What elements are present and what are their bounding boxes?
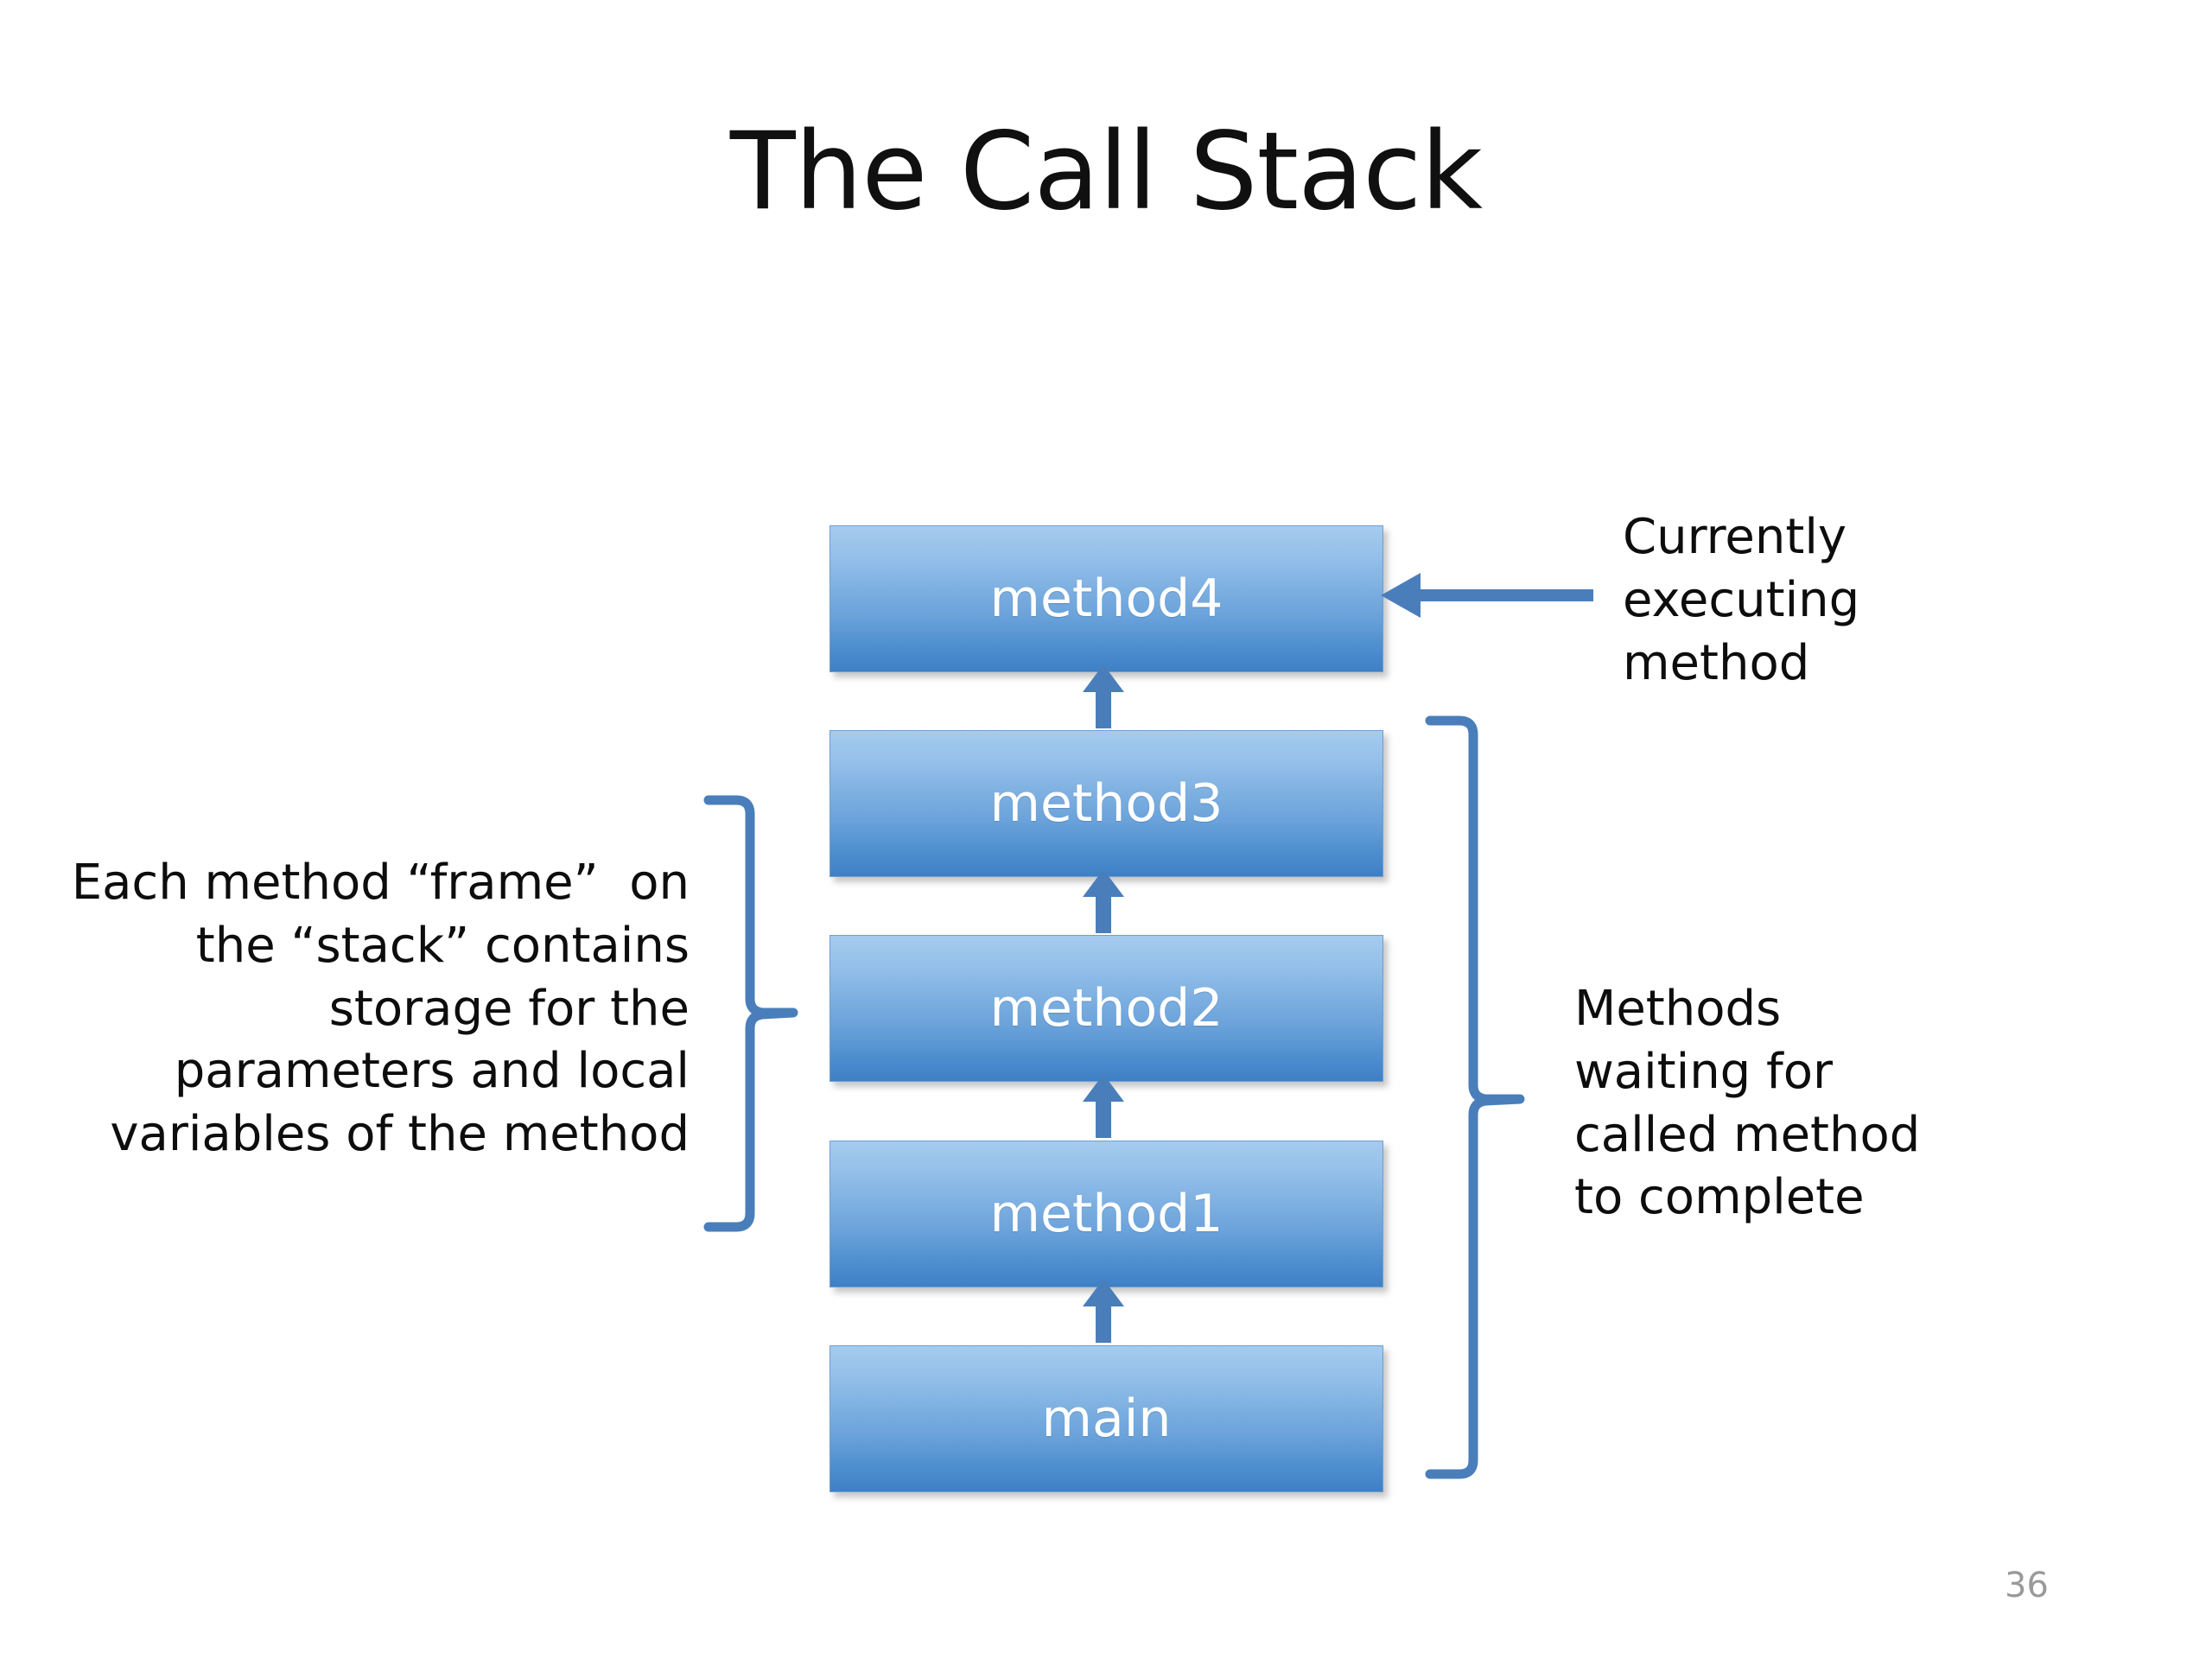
up-arrow-icon bbox=[1083, 1074, 1124, 1138]
annotation-line: to complete bbox=[1574, 1169, 1865, 1226]
annotation-line: parameters and local bbox=[174, 1043, 690, 1100]
annotation-currently-executing: Currently executing method bbox=[1623, 506, 2029, 695]
annotation-line: variables of the method bbox=[110, 1106, 690, 1163]
stack-frame-method2[interactable]: method2 bbox=[830, 935, 1383, 1082]
annotation-line: the “stack” contains bbox=[195, 917, 690, 974]
annotation-line: Currently bbox=[1623, 509, 1847, 565]
left-arrow-icon bbox=[1381, 573, 1593, 618]
annotation-line: storage for the bbox=[328, 980, 690, 1037]
annotation-line: called method bbox=[1574, 1106, 1921, 1163]
annotation-line: executing bbox=[1623, 571, 1860, 628]
stack-frame-label: method3 bbox=[989, 773, 1224, 834]
annotation-methods-waiting: Methods waiting for called method to com… bbox=[1574, 978, 2006, 1230]
right-curly-brace bbox=[1425, 715, 1525, 1479]
stack-frame-main[interactable]: main bbox=[830, 1345, 1383, 1492]
stack-frame-label: method2 bbox=[989, 978, 1224, 1039]
annotation-frame-storage: Each method “frame” on the “stack” conta… bbox=[69, 852, 690, 1166]
page-number: 36 bbox=[2005, 1566, 2049, 1605]
annotation-line: method bbox=[1623, 634, 1810, 691]
stack-frame-method4[interactable]: method4 bbox=[830, 525, 1383, 672]
page-title: The Call Stack bbox=[729, 110, 1483, 234]
stack-frame-label: method4 bbox=[989, 569, 1224, 629]
up-arrow-icon bbox=[1083, 664, 1124, 728]
annotation-line: waiting for bbox=[1574, 1043, 1834, 1100]
stack-frame-method3[interactable]: method3 bbox=[830, 730, 1383, 877]
annotation-line: Methods bbox=[1574, 981, 1782, 1037]
stack-frame-label: method1 bbox=[989, 1184, 1224, 1244]
up-arrow-icon bbox=[1083, 1279, 1124, 1343]
stack-frame-method1[interactable]: method1 bbox=[830, 1141, 1383, 1287]
up-arrow-icon bbox=[1083, 869, 1124, 933]
annotation-line: Each method “frame” on bbox=[71, 855, 690, 911]
stack-frame-label: main bbox=[1041, 1389, 1172, 1449]
left-curly-brace bbox=[703, 795, 798, 1232]
